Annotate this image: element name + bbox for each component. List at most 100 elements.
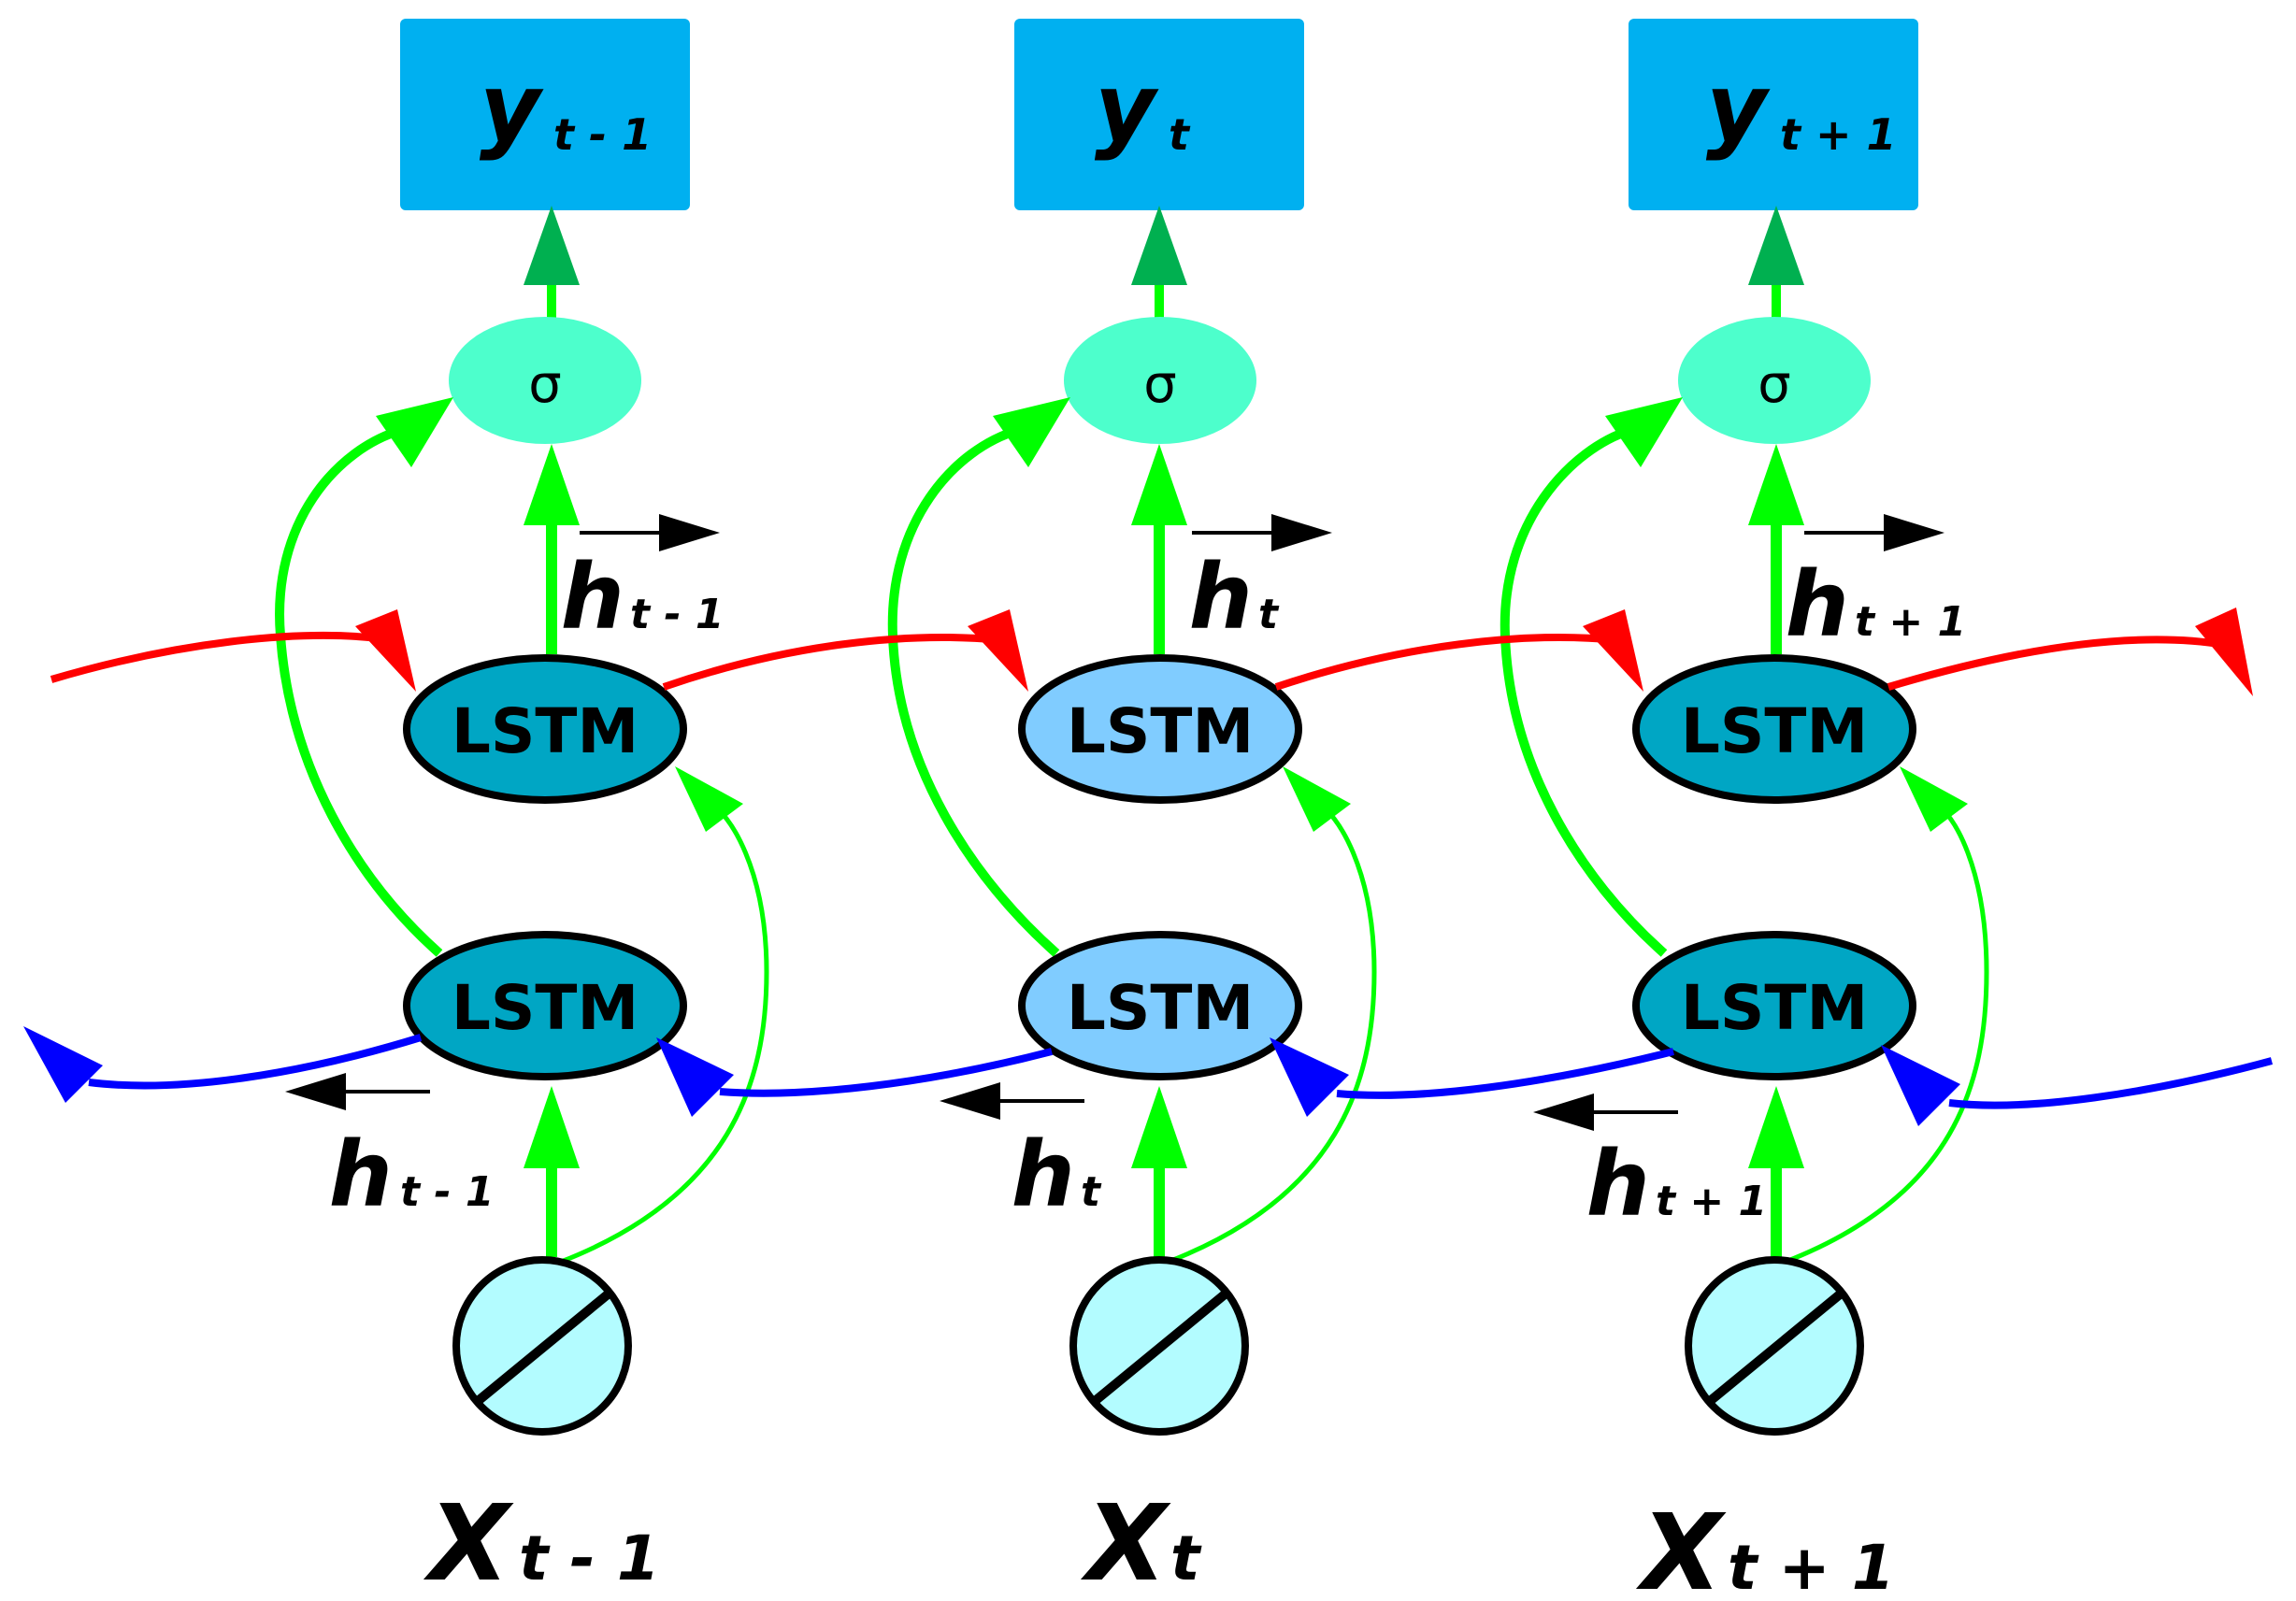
forward-hidden-label-t+1: h t + 1	[1786, 514, 1966, 657]
backward-lstm-cell-t[interactable]: LSTM	[1018, 931, 1302, 1080]
forward-hidden-main: h	[1786, 552, 1849, 657]
input-to-forward-lstm-curve	[1168, 801, 1377, 1265]
input-to-backward-lstm-arrowhead	[1748, 1086, 1804, 1168]
input-to-forward-lstm-curve	[1785, 801, 1989, 1265]
sigma-node-t: σ	[1064, 317, 1256, 444]
forward-hidden-sub: t - 1	[630, 591, 725, 638]
backward-arrowhead	[23, 1026, 103, 1103]
lstm-label: LSTM	[452, 972, 639, 1044]
forward-hidden-label-t-1: h t - 1	[561, 514, 725, 650]
backward-connection-1	[719, 1048, 1054, 1097]
input-label-t: X t	[1081, 1483, 1202, 1601]
lstm-label: LSTM	[1681, 972, 1868, 1044]
sigma-symbol: σ	[1143, 354, 1177, 415]
backward-recurrent-connections	[23, 1026, 2274, 1126]
backward-lstm-to-sigma-curve	[1500, 425, 1668, 957]
backward-lstm-to-sigma-arrowhead	[376, 397, 453, 467]
backward-hidden-main: h	[1586, 1132, 1650, 1236]
sigma-node-t+1: σ	[1678, 317, 1871, 444]
input-node-t+1[interactable]	[1685, 1256, 1864, 1436]
input-label-main: X	[1636, 1493, 1727, 1601]
input-to-forward-lstm-arrowhead	[675, 766, 743, 832]
timestep-t-1: y t - 1 σ h t - 1 LSTM L	[275, 19, 769, 1601]
forward-lstm-cell-t[interactable]: LSTM	[1018, 654, 1302, 804]
forward-connection-in	[50, 632, 394, 683]
input-to-forward-lstm-arrowhead	[1283, 766, 1351, 832]
backward-lstm-to-sigma-curve	[275, 425, 443, 957]
backward-lstm-cell-t+1[interactable]: LSTM	[1632, 931, 1916, 1080]
input-node-slash	[1090, 1291, 1228, 1406]
forward-lstm-cell-t-1[interactable]: LSTM	[403, 654, 687, 804]
sigma-to-output-arrowhead	[1131, 206, 1187, 285]
forward-lstm-to-sigma-arrowhead	[1748, 444, 1804, 525]
backward-arrowhead	[656, 1037, 734, 1117]
input-label-sub: t + 1	[1728, 1532, 1895, 1601]
input-to-forward-lstm-curve	[560, 801, 769, 1265]
output-box-t+1: y t + 1	[1629, 19, 1918, 210]
input-label-main: X	[1081, 1483, 1171, 1601]
forward-lstm-to-sigma-arrowhead	[524, 444, 580, 525]
forward-connection-out	[1887, 636, 2226, 691]
backward-lstm-cell-t-1[interactable]: LSTM	[403, 931, 687, 1080]
input-node-t[interactable]	[1069, 1256, 1249, 1436]
output-label-sub: t + 1	[1780, 109, 1897, 160]
timestep-t+1: y t + 1 σ h t + 1 LSTM LSTM h	[1500, 19, 1989, 1601]
forward-recurrent-connections	[50, 608, 2253, 696]
backward-arrowhead	[1270, 1037, 1349, 1117]
lstm-label: LSTM	[1681, 695, 1868, 767]
backward-hidden-sub: t + 1	[1656, 1178, 1767, 1225]
backward-hidden-label-t: h t	[940, 1082, 1102, 1227]
sigma-node-t-1: σ	[449, 317, 641, 444]
forward-arrowhead	[968, 609, 1028, 692]
backward-hidden-label-t+1: h t + 1	[1533, 1094, 1767, 1236]
forward-lstm-cell-t+1[interactable]: LSTM	[1632, 654, 1916, 804]
forward-arrowhead	[355, 609, 416, 692]
output-label-main: y	[1706, 53, 1771, 163]
forward-hidden-label-t: h t	[1189, 514, 1332, 650]
input-label-main: X	[423, 1483, 514, 1601]
forward-hidden-main: h	[561, 545, 624, 650]
input-label-t-1: X t - 1	[423, 1483, 660, 1601]
backward-hidden-sub: t	[1081, 1168, 1102, 1216]
sigma-symbol: σ	[1758, 354, 1791, 415]
lstm-label: LSTM	[452, 695, 639, 767]
lstm-label: LSTM	[1067, 972, 1254, 1044]
forward-lstm-to-sigma-arrowhead	[1131, 444, 1187, 525]
backward-hidden-main: h	[1012, 1122, 1075, 1227]
input-to-backward-lstm-arrowhead	[1131, 1086, 1187, 1168]
output-box-t: y t	[1014, 19, 1304, 210]
lstm-label: LSTM	[1067, 695, 1254, 767]
forward-hidden-sub: t + 1	[1855, 598, 1966, 646]
backward-lstm-to-sigma-curve	[887, 425, 1060, 957]
sigma-symbol: σ	[528, 354, 562, 415]
backward-hidden-label-t-1: h t - 1	[285, 1073, 495, 1227]
forward-arrowhead	[1583, 609, 1643, 692]
backward-connection-in	[1948, 1057, 2274, 1109]
timestep-t: y t σ h t LSTM LSTM h t	[887, 19, 1377, 1601]
backward-hidden-main: h	[329, 1122, 393, 1227]
backward-connection-out	[88, 1034, 423, 1090]
input-node-slash	[473, 1291, 611, 1406]
output-label-main: y	[1095, 53, 1159, 163]
backward-lstm-to-sigma-arrowhead	[993, 397, 1070, 467]
forward-arrowhead	[2195, 608, 2253, 696]
input-to-forward-lstm-arrowhead	[1900, 766, 1968, 832]
backward-lstm-to-sigma-arrowhead	[1605, 397, 1683, 467]
backward-arrowhead	[1881, 1045, 1960, 1126]
input-to-backward-lstm-arrowhead	[524, 1086, 580, 1168]
input-node-slash	[1705, 1291, 1844, 1406]
backward-hidden-sub: t - 1	[400, 1168, 495, 1216]
sigma-to-output-arrowhead	[524, 206, 580, 285]
forward-connection-2	[1274, 634, 1618, 691]
output-box-t-1: y t - 1	[400, 19, 690, 210]
input-label-sub: t	[1170, 1522, 1202, 1594]
output-label-main: y	[480, 53, 544, 163]
input-node-t-1[interactable]	[452, 1256, 632, 1436]
forward-hidden-sub: t	[1258, 591, 1280, 638]
input-label-sub: t - 1	[519, 1522, 660, 1594]
backward-connection-2	[1336, 1048, 1674, 1099]
forward-connection-1	[662, 634, 1001, 691]
input-label-t+1: X t + 1	[1636, 1493, 1895, 1601]
sigma-to-output-arrowhead	[1748, 206, 1804, 285]
